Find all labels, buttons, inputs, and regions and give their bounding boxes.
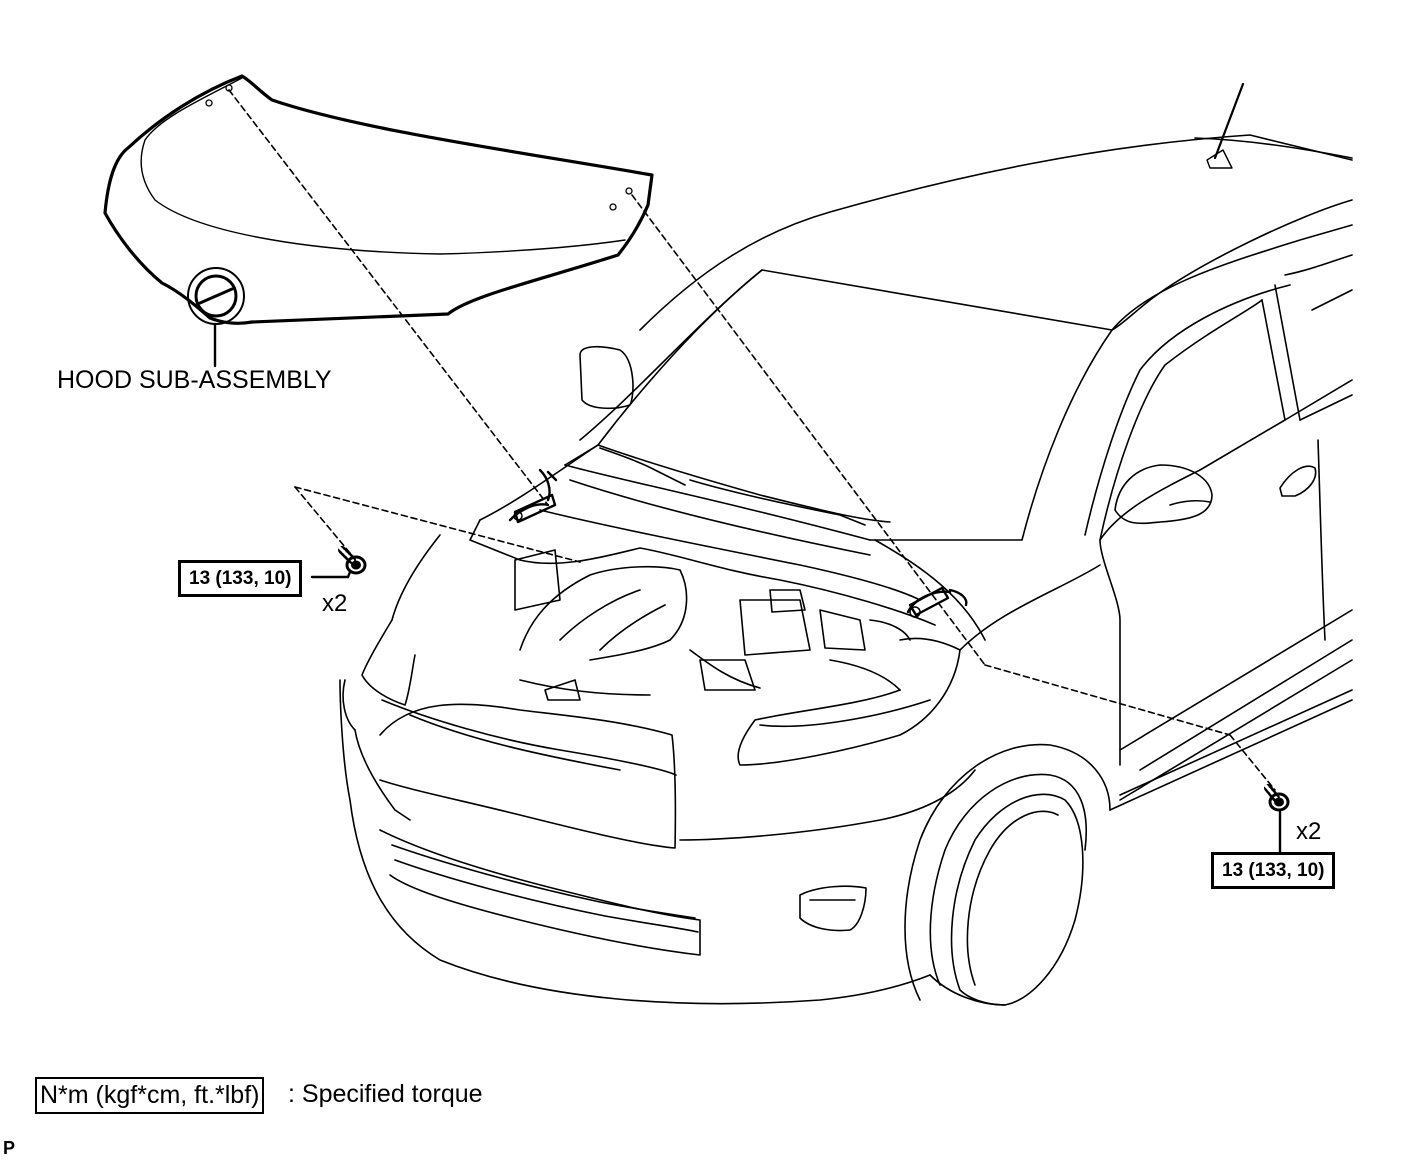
- alignment-dashed-lines: [228, 89, 1276, 791]
- bolt-left: [338, 546, 367, 575]
- legend-torque-unit: N*m (kgf*cm, ft.*lbf): [35, 1077, 265, 1114]
- bolt-right: [1264, 784, 1290, 812]
- legend-description: : Specified torque: [288, 1080, 483, 1108]
- illustration-code: P: [3, 1138, 16, 1158]
- hood-sub-assembly-label: HOOD SUB-ASSEMBLY: [57, 366, 332, 394]
- left-torque-spec: 13 (133, 10): [178, 560, 303, 597]
- car-body: [339, 82, 1353, 1006]
- left-torque-leader-up: [346, 570, 352, 579]
- right-torque-spec: 13 (133, 10): [1211, 852, 1336, 889]
- hood-hinge-left: [508, 468, 558, 524]
- right-bolt-quantity: x2: [1296, 818, 1322, 845]
- hood-hinge-right: [906, 586, 968, 618]
- hood-panel: [103, 74, 654, 325]
- left-bolt-quantity: x2: [322, 590, 348, 617]
